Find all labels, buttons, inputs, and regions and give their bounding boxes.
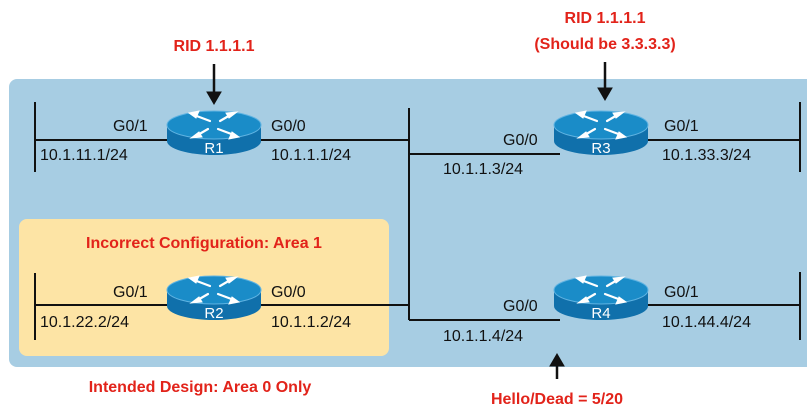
r1-left-interface: G0/1 xyxy=(113,118,148,135)
r3-right-ip: 10.1.33.3/24 xyxy=(662,147,751,164)
r2-left-interface: G0/1 xyxy=(113,284,148,301)
r3-left-interface: G0/0 xyxy=(503,132,538,149)
r3-rid-arrowhead xyxy=(597,87,613,101)
r4-right-interface: G0/1 xyxy=(664,284,699,301)
r4-timer-arrowhead xyxy=(549,353,565,367)
r1-left-ip: 10.1.11.1/24 xyxy=(40,147,128,164)
r4-right-ip: 10.1.44.4/24 xyxy=(662,314,751,331)
router-r3[interactable]: R3 xyxy=(552,109,650,157)
r3-left-ip: 10.1.1.3/24 xyxy=(443,161,523,178)
r3-right-interface: G0/1 xyxy=(664,118,699,135)
r3-rid-annotation-line2: (Should be 3.3.3.3) xyxy=(534,36,675,53)
area-box-title: Incorrect Configuration: Area 1 xyxy=(86,235,322,252)
router-name: R2 xyxy=(204,305,223,322)
r4-left-interface: G0/0 xyxy=(503,298,538,315)
r2-left-ip: 10.1.22.2/24 xyxy=(40,314,129,331)
r2-right-ip: 10.1.1.2/24 xyxy=(271,314,351,331)
r1-rid-arrowhead xyxy=(206,91,222,105)
router-name: R4 xyxy=(591,305,610,322)
r4-timers-annotation: Hello/Dead = 5/20 xyxy=(491,391,623,408)
r1-right-ip: 10.1.1.1/24 xyxy=(271,147,351,164)
router-name: R1 xyxy=(204,140,223,157)
design-note: Intended Design: Area 0 Only xyxy=(89,379,312,396)
r2-right-interface: G0/0 xyxy=(271,284,306,301)
router-r4[interactable]: R4 xyxy=(552,274,650,322)
router-r1[interactable]: R1 xyxy=(165,109,263,157)
r4-left-ip: 10.1.1.4/24 xyxy=(443,328,523,345)
router-r2[interactable]: R2 xyxy=(165,274,263,322)
r1-right-interface: G0/0 xyxy=(271,118,306,135)
router-name: R3 xyxy=(591,140,610,157)
r3-rid-annotation-line1: RID 1.1.1.1 xyxy=(565,10,646,27)
r1-rid-annotation: RID 1.1.1.1 xyxy=(174,38,255,55)
